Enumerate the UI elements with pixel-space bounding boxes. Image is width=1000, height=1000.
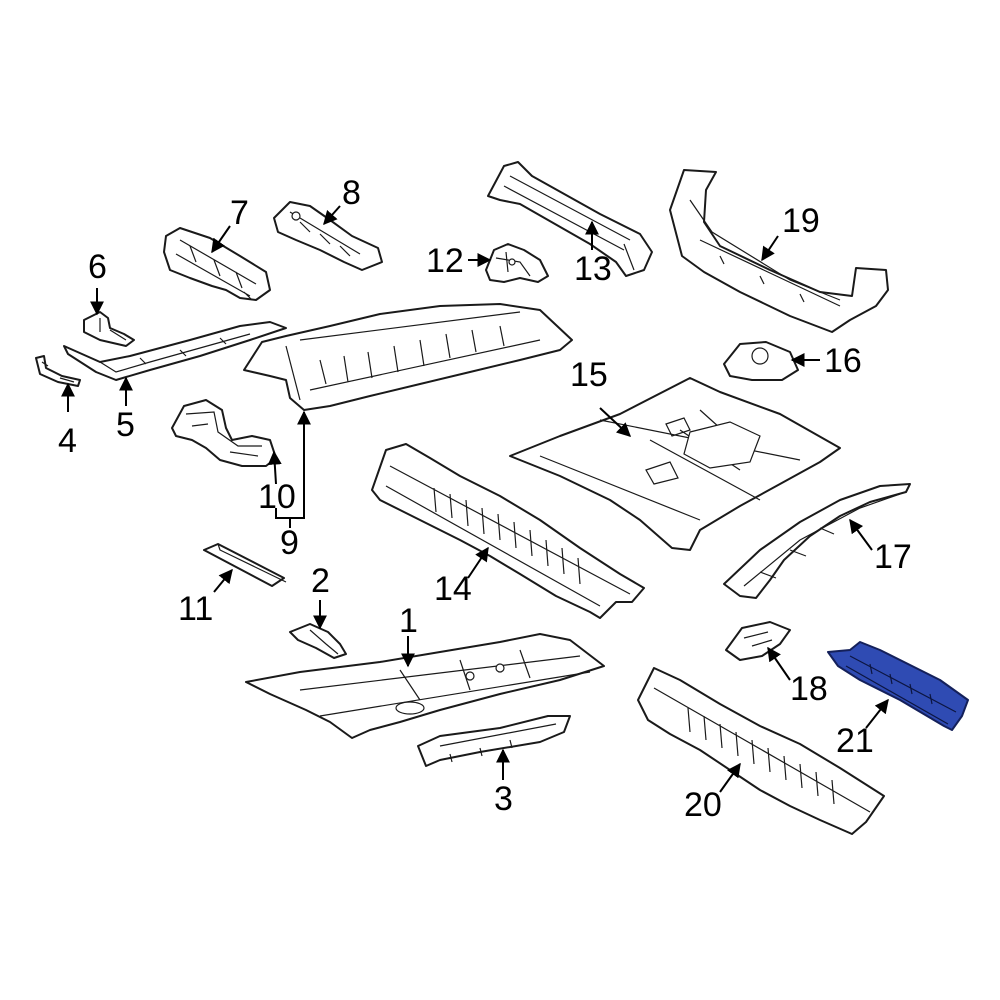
part-17-rail[interactable] — [723, 483, 911, 599]
callout-6: 6 — [88, 248, 107, 286]
callout-9: 9 — [280, 524, 299, 562]
part-11-plate[interactable] — [203, 543, 287, 587]
part-10-bracket[interactable] — [171, 399, 277, 467]
part-14-member[interactable] — [371, 443, 645, 619]
callout-18: 18 — [790, 670, 828, 708]
callout-13: 13 — [574, 250, 612, 288]
callout-10: 10 — [258, 478, 296, 516]
part-21-rail-highlighted[interactable] — [827, 641, 969, 731]
callout-12: 12 — [426, 242, 464, 280]
part-2-bracket[interactable] — [289, 623, 347, 659]
part-7-member[interactable] — [163, 227, 271, 301]
part-9-panel[interactable] — [243, 303, 573, 411]
part-20-member[interactable] — [637, 667, 885, 835]
part-15-floorpan[interactable] — [509, 377, 841, 551]
callout-8: 8 — [342, 174, 361, 212]
part-1-floorpan[interactable] — [245, 633, 605, 739]
part-12-bracket[interactable] — [485, 243, 549, 283]
callout-labels: 1 2 3 4 5 6 7 8 9 10 11 12 13 14 15 16 1… — [58, 174, 912, 824]
part-19-crossmember[interactable] — [669, 169, 889, 333]
part-18-bracket[interactable] — [725, 621, 791, 661]
callout-20: 20 — [684, 786, 722, 824]
part-6-bracket[interactable] — [83, 311, 135, 347]
part-5-rail[interactable] — [63, 321, 287, 381]
callout-16: 16 — [824, 342, 862, 380]
callout-11: 11 — [178, 590, 213, 628]
callout-2: 2 — [311, 562, 330, 600]
part-8-member[interactable] — [273, 201, 383, 271]
part-16-cap[interactable] — [723, 341, 799, 381]
part-13-crossmember[interactable] — [487, 161, 653, 277]
callout-3: 3 — [494, 780, 513, 818]
callout-15: 15 — [570, 356, 608, 394]
callout-19: 19 — [782, 202, 820, 240]
part-3-sill[interactable] — [417, 715, 571, 767]
leader-lines — [61, 205, 889, 793]
callout-14: 14 — [434, 570, 472, 608]
callout-17: 17 — [874, 538, 912, 576]
callout-4: 4 — [58, 422, 77, 460]
callout-21: 21 — [836, 722, 874, 760]
part-4-bracket[interactable] — [35, 355, 81, 387]
callout-5: 5 — [116, 406, 135, 444]
callout-7: 7 — [230, 194, 249, 232]
callout-1: 1 — [399, 602, 418, 640]
